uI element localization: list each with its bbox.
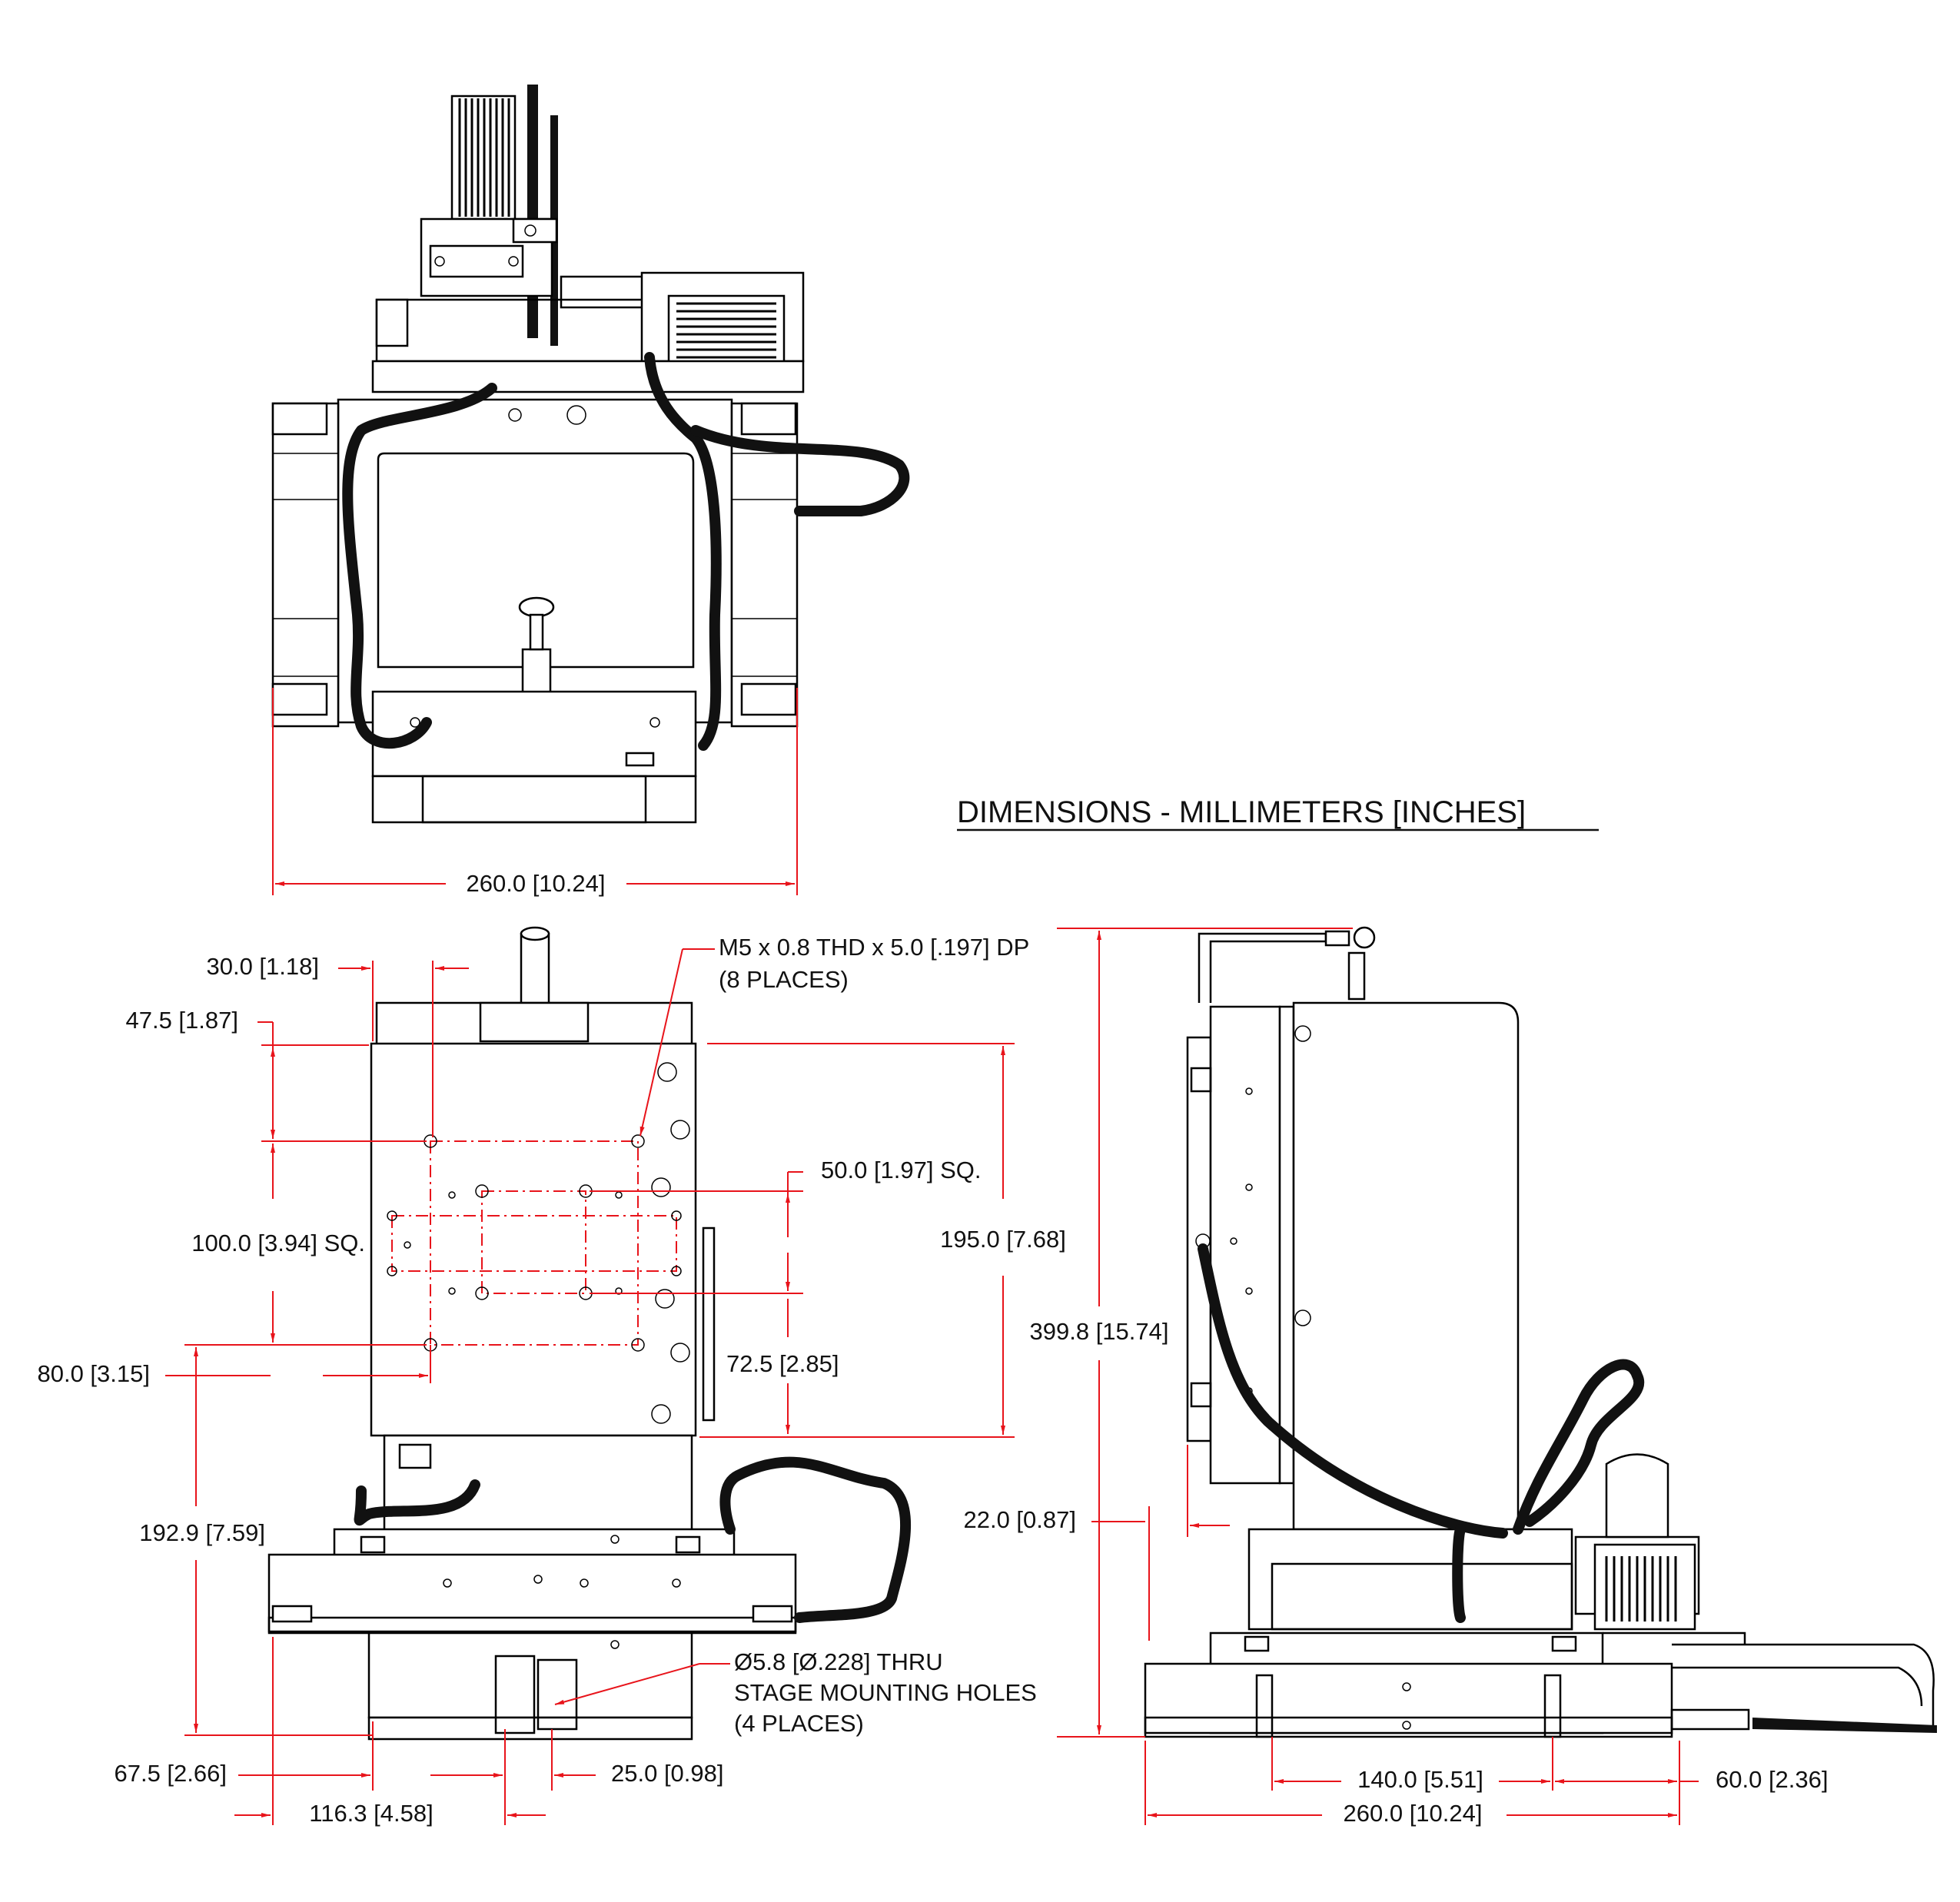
dim-72-5-label: 72.5 [2.85] <box>726 1350 839 1377</box>
dim-80-label: 80.0 [3.15] <box>37 1360 150 1387</box>
stage-plate-front <box>267 1553 797 1633</box>
dim-67-5-label: 67.5 [2.66] <box>114 1760 227 1787</box>
dim-30-label: 30.0 [1.18] <box>206 953 319 980</box>
dim-116-3-label: 116.3 [4.58] <box>309 1800 433 1827</box>
cable-loop-top <box>690 425 910 516</box>
thread-note-line2: (8 PLACES) <box>719 966 849 993</box>
bolt-pattern-100 <box>430 1140 639 1346</box>
dim-22-label: 22.0 [0.87] <box>963 1506 1076 1533</box>
motor-housing-side <box>1292 1001 1520 1531</box>
dim-60-label: 60.0 [2.36] <box>1716 1766 1829 1793</box>
adjust-knob <box>518 596 555 618</box>
dim-47-5-label: 47.5 [1.87] <box>125 1007 238 1034</box>
dim-140-label: 140.0 [5.51] <box>1357 1766 1483 1793</box>
dim-top-width-label: 260.0 [10.24] <box>467 870 606 897</box>
cable-side-drop <box>1452 1524 1466 1623</box>
drawing-title: DIMENSIONS - MILLIMETERS [INCHES] <box>957 795 1599 832</box>
side-rail-right <box>730 402 799 728</box>
thread-note-line1: M5 x 0.8 THD x 5.0 [.197] DP <box>719 934 1029 961</box>
dim-25-label: 25.0 [0.98] <box>611 1760 724 1787</box>
side-view <box>1144 926 1937 1738</box>
connector-housing <box>1605 1453 1669 1539</box>
cable-side-main <box>1198 1243 1508 1539</box>
dim-100-sq-label: 100.0 [3.94] SQ. <box>191 1230 365 1256</box>
side-rail-left <box>271 402 340 728</box>
cover-plate <box>377 452 695 669</box>
title-text: DIMENSIONS - MILLIMETERS [INCHES] <box>957 795 1526 829</box>
side-dimensions: 399.8 [15.74] 22.0 [0.87] 140.0 [5.51] 6… <box>963 928 1829 1827</box>
base-block-front <box>367 1631 693 1719</box>
motor-body-front <box>370 1042 697 1437</box>
bolt-pattern-50 <box>481 1190 586 1294</box>
top-view <box>271 85 910 824</box>
cable-left-top <box>342 383 497 749</box>
cable-right-top <box>644 352 722 751</box>
hole-note-line1: Ø5.8 [Ø.228] THRU <box>734 1648 943 1675</box>
heat-sink-side <box>667 294 786 367</box>
front-view <box>267 926 912 1741</box>
dim-192-9-label: 192.9 [7.59] <box>139 1519 265 1546</box>
heat-sink-fins-top <box>458 98 510 217</box>
dim-side-width-label: 260.0 [10.24] <box>1344 1800 1483 1827</box>
hole-note-line3: (4 PLACES) <box>734 1710 864 1737</box>
hole-note-line2: STAGE MOUNTING HOLES <box>734 1679 1037 1706</box>
front-dimensions: 30.0 [1.18] 47.5 [1.87] 100.0 [3.94] SQ.… <box>37 934 1065 1827</box>
dim-top-width: 260.0 [10.24] <box>272 688 798 897</box>
dim-50-sq-label: 50.0 [1.97] SQ. <box>821 1157 982 1183</box>
dim-399-8-label: 399.8 [15.74] <box>1030 1318 1169 1345</box>
cable-left-front <box>354 1479 480 1526</box>
cable-side-loop <box>1513 1359 1645 1535</box>
dim-195-label: 195.0 [7.68] <box>940 1226 1066 1253</box>
cable-loop-front <box>719 1456 912 1623</box>
